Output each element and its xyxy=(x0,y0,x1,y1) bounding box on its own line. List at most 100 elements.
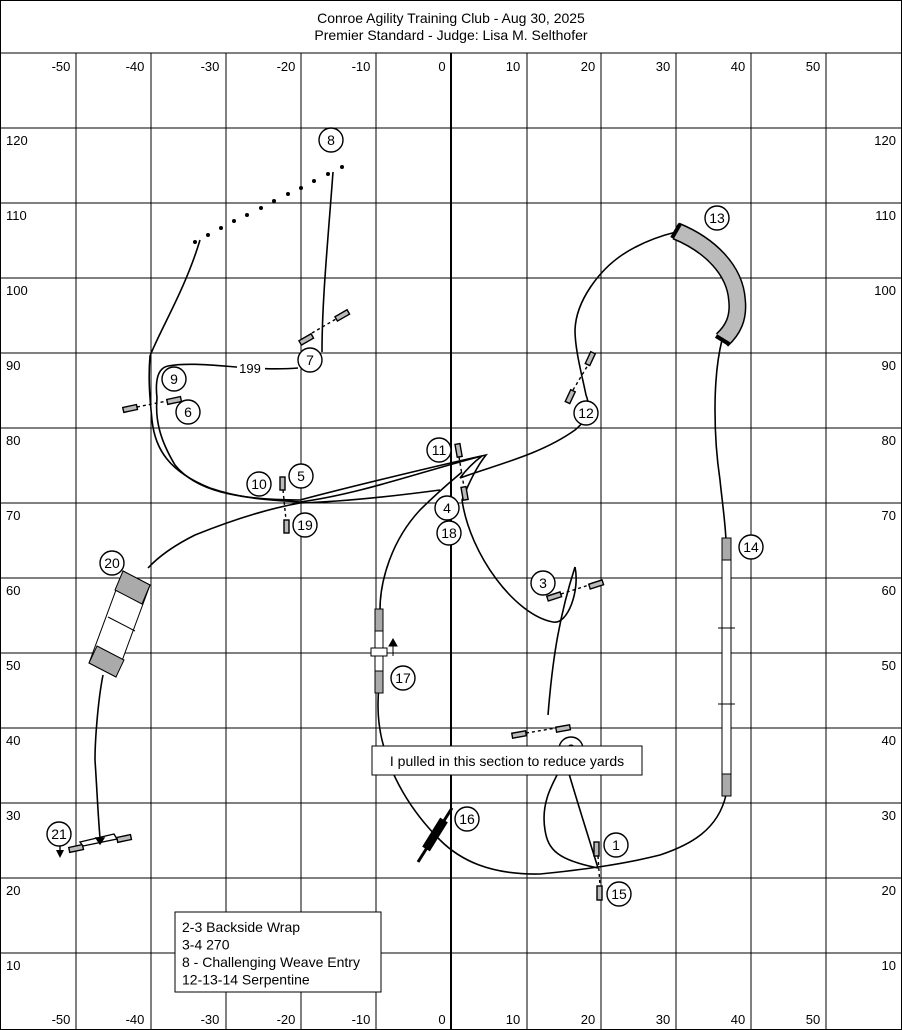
svg-text:20: 20 xyxy=(104,555,120,571)
jump-5 xyxy=(279,476,290,534)
obstacle-number-4: 4 xyxy=(434,495,460,521)
obstacle-number-7: 7 xyxy=(297,347,323,373)
svg-text:9: 9 xyxy=(170,371,178,387)
note-line: 3-4 270 xyxy=(182,937,230,953)
x-label-top: 50 xyxy=(806,59,820,74)
y-label-right: 70 xyxy=(882,508,896,523)
jump-3 xyxy=(545,579,605,602)
svg-text:12: 12 xyxy=(578,405,594,421)
path-18-to-19 xyxy=(299,489,441,504)
x-label-top: 40 xyxy=(731,59,745,74)
y-label-right: 120 xyxy=(874,133,896,148)
y-label-left: 40 xyxy=(6,733,20,748)
y-label-right: 100 xyxy=(874,283,896,298)
path-2-wrap-to-15 xyxy=(543,759,599,869)
x-label-bottom: 50 xyxy=(806,1012,820,1027)
note-line: 12-13-14 Serpentine xyxy=(182,972,310,988)
obstacle-numbers: 123456789101112131415161718192021 xyxy=(46,127,764,907)
yardage-label: 199 xyxy=(239,361,261,376)
obstacle-number-16: 16 xyxy=(454,806,480,832)
y-label-right: 10 xyxy=(882,958,896,973)
jump-6 xyxy=(121,395,183,414)
x-label-top: -10 xyxy=(352,59,371,74)
y-label-left: 30 xyxy=(6,808,20,823)
annotation-text: I pulled in this section to reduce yards xyxy=(390,753,624,769)
y-label-left: 120 xyxy=(6,133,28,148)
jump-1 xyxy=(593,841,603,901)
svg-text:7: 7 xyxy=(306,352,314,368)
path-20-to-21 xyxy=(94,674,104,839)
y-label-left: 90 xyxy=(6,358,20,373)
path-3-to-4 xyxy=(461,499,577,623)
obstacle-number-15: 15 xyxy=(606,881,632,907)
y-label-right: 30 xyxy=(882,808,896,823)
svg-text:17: 17 xyxy=(395,670,411,686)
obstacle-number-10: 10 xyxy=(246,471,272,497)
path-2-to-3 xyxy=(547,566,576,716)
svg-text:15: 15 xyxy=(611,886,627,902)
dogwalk-14 xyxy=(718,537,735,797)
y-label-right: 50 xyxy=(882,658,896,673)
svg-text:19: 19 xyxy=(297,517,313,533)
jump-21 xyxy=(67,833,133,854)
y-label-right: 80 xyxy=(882,433,896,448)
x-label-top: 0 xyxy=(438,59,445,74)
path-10-to-11 xyxy=(299,455,483,503)
svg-text:3: 3 xyxy=(539,575,547,591)
svg-text:5: 5 xyxy=(297,468,305,484)
arrow-21-icon xyxy=(56,850,64,858)
obstacle-number-5: 5 xyxy=(288,463,314,489)
x-label-bottom: -40 xyxy=(126,1012,145,1027)
x-label-top: -20 xyxy=(277,59,296,74)
obstacle-number-14: 14 xyxy=(738,534,764,560)
y-label-left: 20 xyxy=(6,883,20,898)
x-label-top: -40 xyxy=(126,59,145,74)
svg-text:4: 4 xyxy=(443,500,451,516)
obstacle-number-9: 9 xyxy=(161,366,187,392)
path-11-to-12 xyxy=(459,231,677,479)
path-start-to-2 xyxy=(564,759,599,869)
x-label-top: 30 xyxy=(656,59,670,74)
obstacle-number-21: 21 xyxy=(46,821,72,847)
x-label-bottom: -50 xyxy=(52,1012,71,1027)
y-label-left: 70 xyxy=(6,508,20,523)
course-subtitle: Premier Standard - Judge: Lisa M. Seltho… xyxy=(314,27,587,43)
path-7-to-8 xyxy=(321,171,334,353)
obstacle-number-3: 3 xyxy=(530,570,556,596)
svg-text:1: 1 xyxy=(612,837,620,853)
x-label-bottom: 30 xyxy=(656,1012,670,1027)
obstacle-number-13: 13 xyxy=(704,205,730,231)
x-label-top: 10 xyxy=(506,59,520,74)
note-line: 2-3 Backside Wrap xyxy=(182,919,300,935)
jumps xyxy=(67,308,605,901)
jump-2 xyxy=(510,724,572,739)
obstacle-number-11: 11 xyxy=(426,437,452,463)
svg-text:18: 18 xyxy=(441,525,457,541)
x-label-bottom: -10 xyxy=(352,1012,371,1027)
obstacle-number-1: 1 xyxy=(603,832,629,858)
path-19-to-20 xyxy=(147,502,301,569)
obstacle-number-17: 17 xyxy=(390,665,416,691)
path-9-to-10 xyxy=(151,419,301,503)
svg-text:10: 10 xyxy=(251,476,267,492)
annotation-box: I pulled in this section to reduce yards xyxy=(371,745,643,776)
obstacle-number-8: 8 xyxy=(318,127,344,153)
path-16-to-18 xyxy=(379,471,463,611)
teeter-17 xyxy=(370,608,398,694)
x-label-top: -50 xyxy=(52,59,71,74)
svg-text:11: 11 xyxy=(432,442,447,458)
x-label-bottom: 20 xyxy=(581,1012,595,1027)
y-label-left: 80 xyxy=(6,433,20,448)
obstacle-number-6: 6 xyxy=(175,399,201,425)
x-label-top: 20 xyxy=(581,59,595,74)
svg-text:14: 14 xyxy=(743,539,759,555)
svg-text:21: 21 xyxy=(51,826,67,842)
path-15-to-16 xyxy=(377,669,441,841)
path-14-to-15 xyxy=(439,794,727,875)
y-label-right: 110 xyxy=(875,208,896,223)
